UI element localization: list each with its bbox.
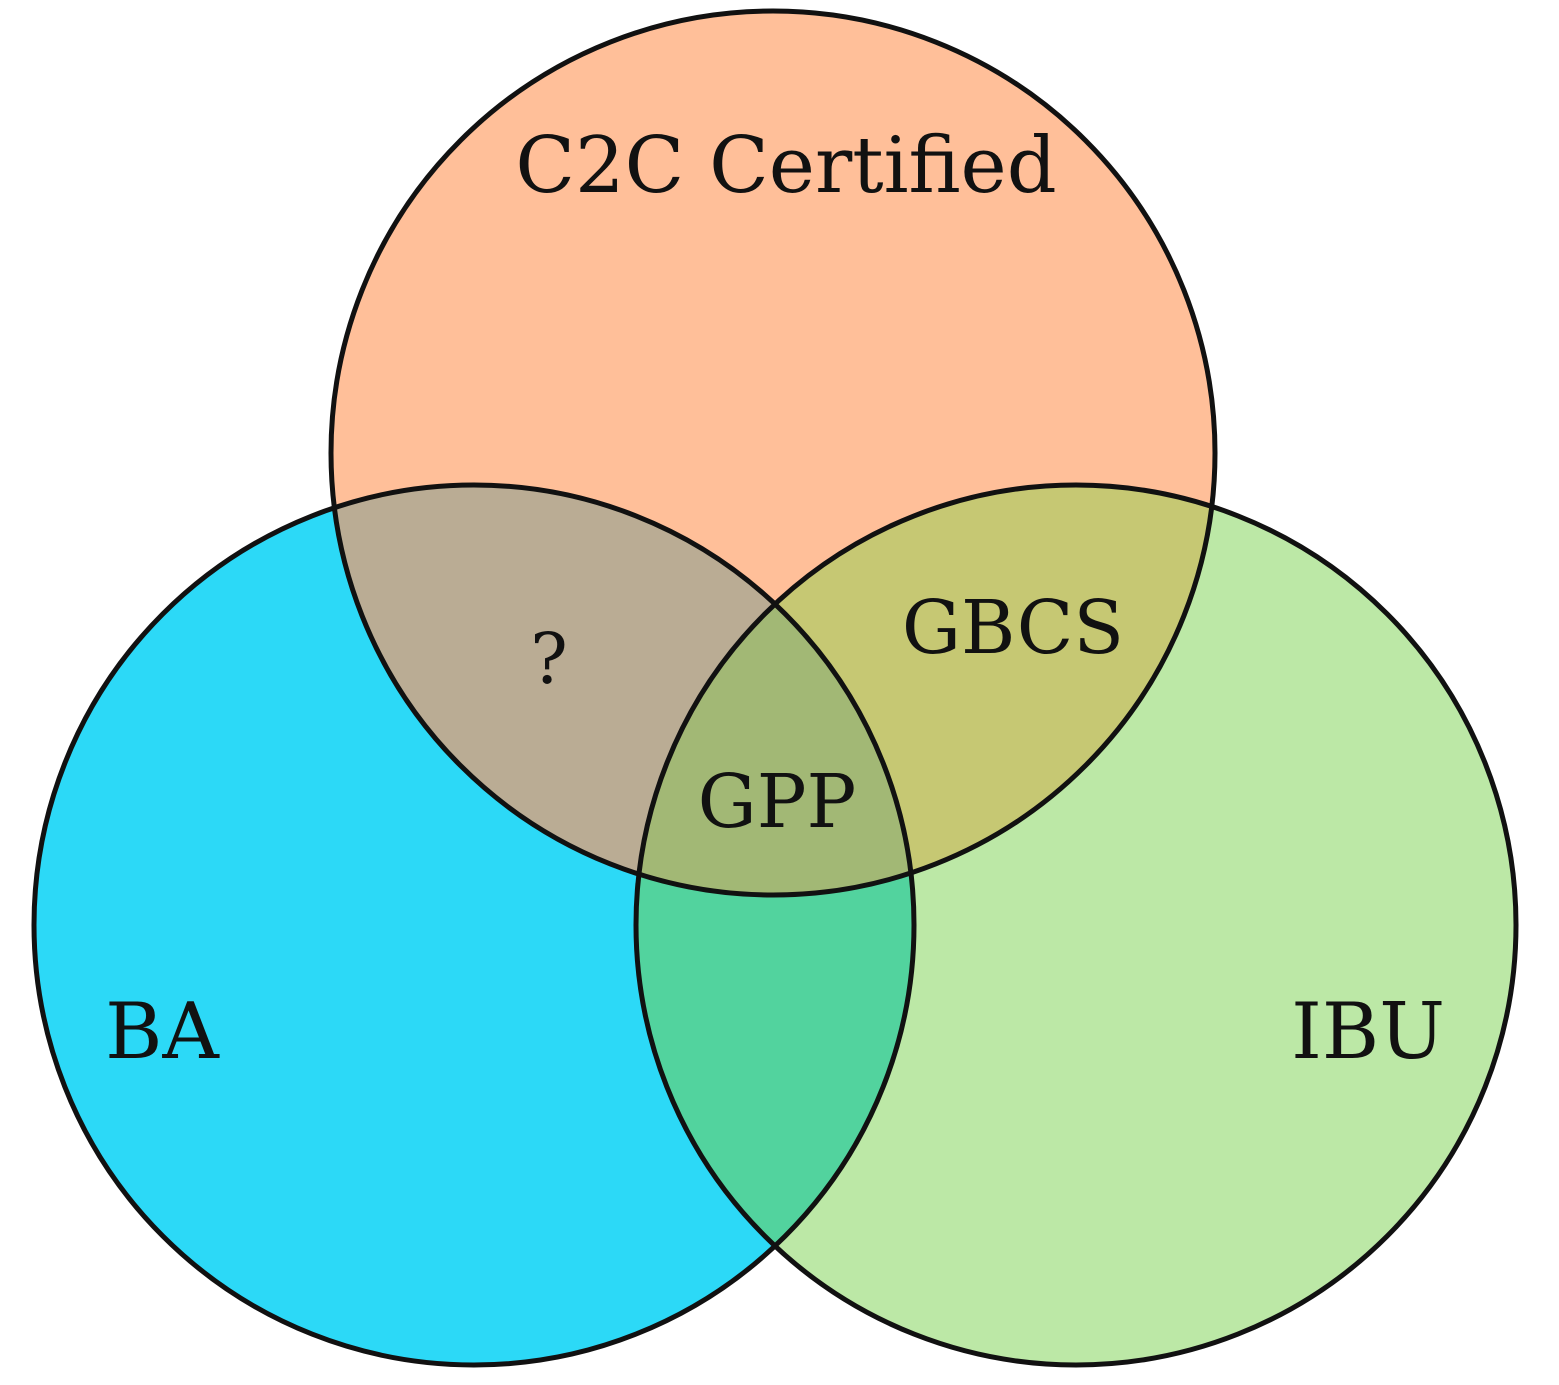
set-left-outline	[31, 482, 917, 1368]
set-right-label: IBU	[1291, 987, 1445, 1077]
intersection-top-right-label: GBCS	[902, 585, 1124, 671]
intersection-center-label: GPP	[698, 759, 857, 845]
intersection-top-left-label: ?	[530, 618, 568, 700]
set-right-outline	[633, 482, 1519, 1368]
set-top-outline	[328, 8, 1218, 898]
overlap-top-right-fill	[636, 485, 1215, 895]
set-top-label: C2C Certified	[515, 121, 1056, 211]
set-left-label: BA	[105, 987, 220, 1077]
overlap-top-left-fill	[331, 485, 914, 895]
